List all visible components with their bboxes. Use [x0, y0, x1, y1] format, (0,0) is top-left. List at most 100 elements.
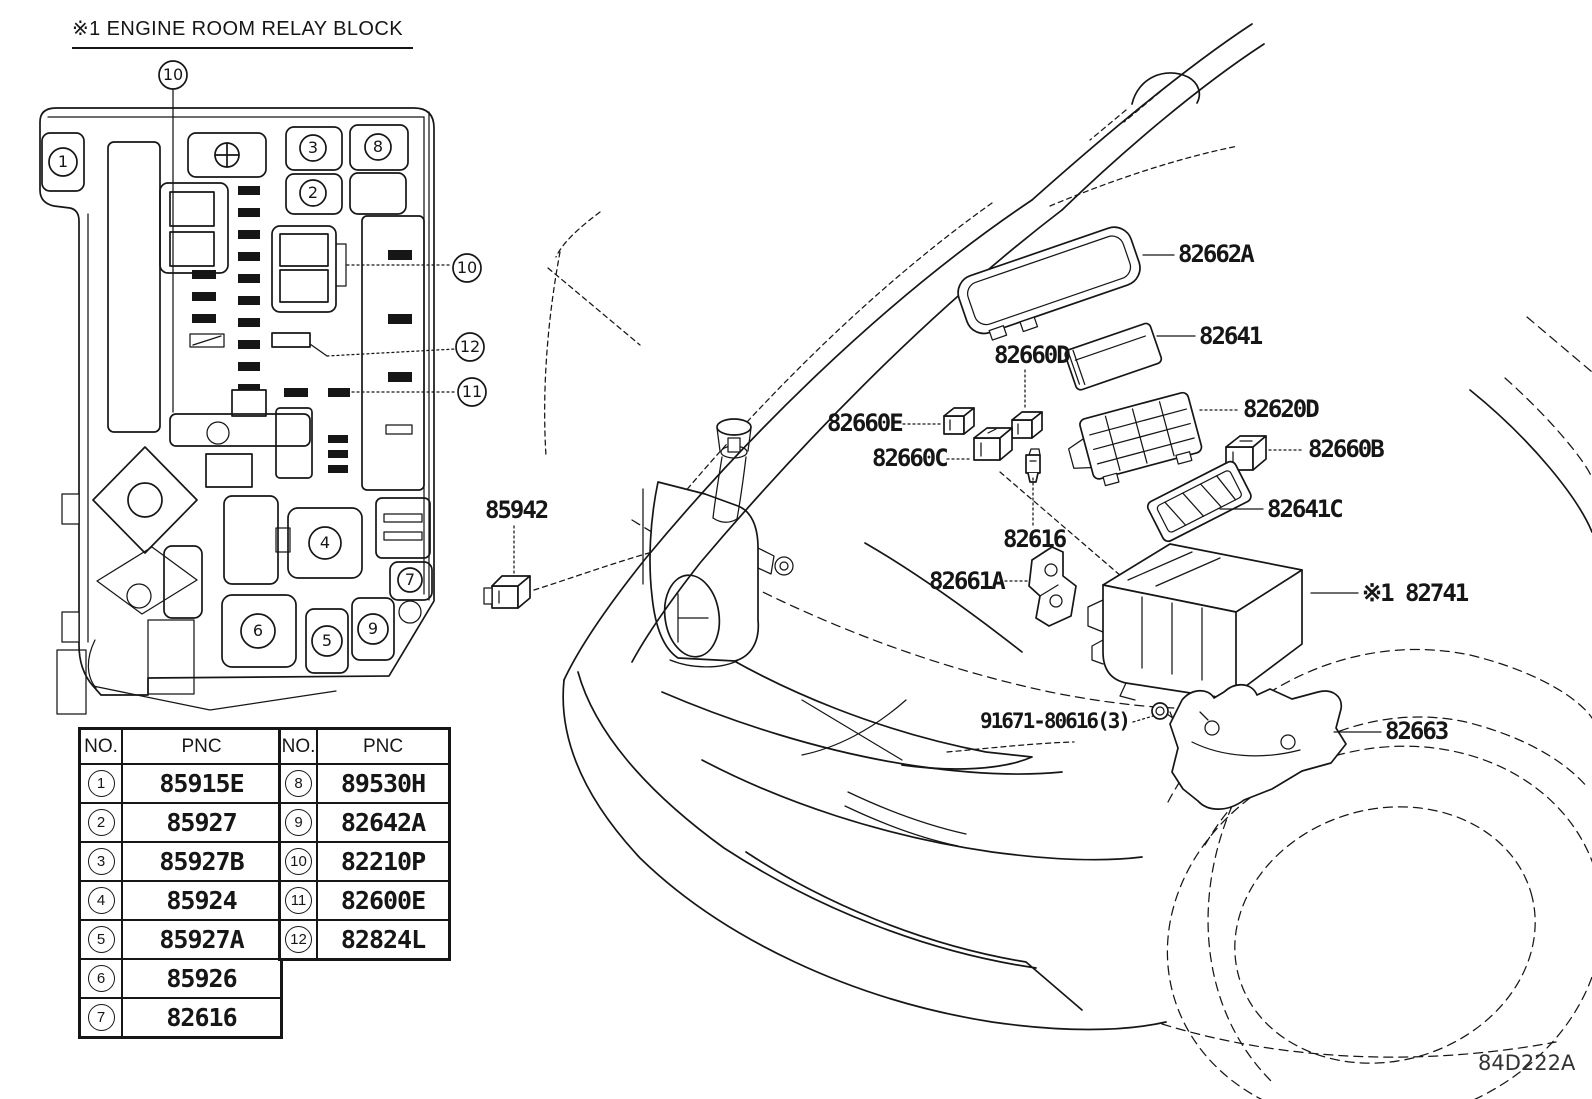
strip-hole [206, 421, 230, 445]
block-rib [1096, 437, 1195, 465]
fuse-bar [192, 270, 216, 279]
callout-circle-10-top [158, 60, 188, 90]
connector-82616 [1025, 448, 1041, 483]
relay-85942 [483, 575, 531, 609]
column-header-no: NO. [278, 727, 318, 765]
headlight-detail [801, 699, 907, 756]
row-pnc: 82642A [316, 802, 451, 843]
slot-circle [311, 625, 343, 657]
slot-number-9: 9 [368, 619, 378, 638]
round-hole [398, 600, 422, 624]
cap-side [716, 427, 721, 452]
hatch-line [192, 335, 222, 346]
fuse-bar [238, 318, 260, 327]
label-82660D: 82660D [994, 341, 1070, 369]
block-rib [1127, 551, 1193, 581]
slotted-panel [375, 497, 431, 559]
no-badge: 5 [87, 926, 115, 953]
assembly-dash [533, 550, 657, 591]
callout-leader-12 [326, 348, 456, 357]
cube-side [1252, 435, 1267, 471]
column-header-no: NO. [78, 727, 123, 765]
connector-nub [1028, 448, 1041, 456]
slot-circle [299, 179, 327, 207]
cover-inner [966, 235, 1132, 326]
slot-number-2: 2 [308, 183, 318, 202]
callout-circle-11 [457, 377, 487, 407]
relay-cube-82660E [943, 407, 975, 435]
fuse-bar [238, 186, 260, 195]
box-82641C [1146, 460, 1252, 543]
no-badge: 7 [87, 1004, 115, 1031]
no-badge: 1 [87, 770, 115, 797]
slot-box [285, 126, 343, 171]
slot-box [349, 124, 409, 171]
row-no: 10 [278, 841, 318, 882]
slot-circle [308, 526, 342, 560]
cube-side [963, 407, 975, 435]
cowl-dash [1089, 109, 1127, 141]
row-no: 6 [78, 958, 123, 999]
small-box [205, 453, 253, 488]
box-rib [1182, 492, 1205, 517]
column-header-pnc: PNC [121, 727, 283, 765]
fuse-bar [238, 208, 260, 217]
table-row: 9 82642A [278, 802, 451, 843]
block-side-face [1237, 569, 1303, 693]
car-body-drawing [533, 23, 1592, 1099]
grille-mouth [745, 851, 1083, 1011]
cube-side [517, 575, 531, 609]
slot-number-8: 8 [373, 137, 383, 156]
t-shape-box [223, 495, 279, 585]
tire-ellipse [1166, 745, 1592, 1099]
mount-tab [61, 493, 80, 525]
label-82661A: 82661A [929, 567, 1006, 595]
no-badge: 6 [87, 965, 115, 992]
slot-circle [397, 567, 423, 593]
relay-square [169, 191, 215, 227]
cowl-dash [1049, 145, 1239, 207]
mount-tab [61, 611, 80, 643]
bolt-slot-box [187, 132, 267, 178]
table-row: 5 85927A [78, 919, 283, 960]
part-labels: 82662A 82641 82660D 82620D 82660E 82660B… [485, 240, 1471, 745]
exploded-parts [483, 226, 1347, 810]
cap-side [747, 427, 752, 452]
fuse-bar [328, 435, 348, 443]
fuse-bar [328, 450, 348, 458]
box-82641 [1064, 322, 1163, 391]
bolt-symbol-cross [214, 142, 240, 168]
bracket-line [1039, 584, 1059, 597]
table-row: 11 82600E [278, 880, 451, 921]
table-row: 12 82824L [278, 919, 451, 961]
assembly-dash [946, 741, 1075, 753]
slot-number-5: 5 [322, 631, 332, 650]
fender-dash [1504, 377, 1592, 479]
row-no: 3 [78, 841, 123, 882]
row-no: 4 [78, 880, 123, 921]
headlight-line [661, 691, 1063, 775]
tall-box [275, 407, 313, 479]
fuse-bar-callout-11 [328, 388, 350, 397]
callout-circle-10-right [452, 253, 482, 283]
box-outline [1146, 460, 1252, 543]
bumper-outer [562, 679, 1167, 1031]
tank-bottom [669, 659, 738, 668]
rim-ellipse [1234, 806, 1536, 1064]
pump-spiral [774, 556, 794, 576]
cover-outline [957, 226, 1141, 335]
cube-tab [987, 428, 997, 434]
row-pnc: 82616 [121, 997, 283, 1039]
assembly-dash [999, 471, 1129, 583]
row-no: 5 [78, 919, 123, 960]
pump-spiral [779, 561, 789, 571]
body-left-dash [555, 211, 601, 258]
cover-line [1199, 711, 1209, 721]
block-tab [1091, 639, 1104, 665]
callout-leader-12 [309, 343, 328, 357]
tall-right-panel [361, 215, 425, 491]
callout-number-10: 10 [457, 258, 477, 277]
fuse-bar [192, 314, 216, 323]
headlight-swoosh [701, 641, 1033, 770]
